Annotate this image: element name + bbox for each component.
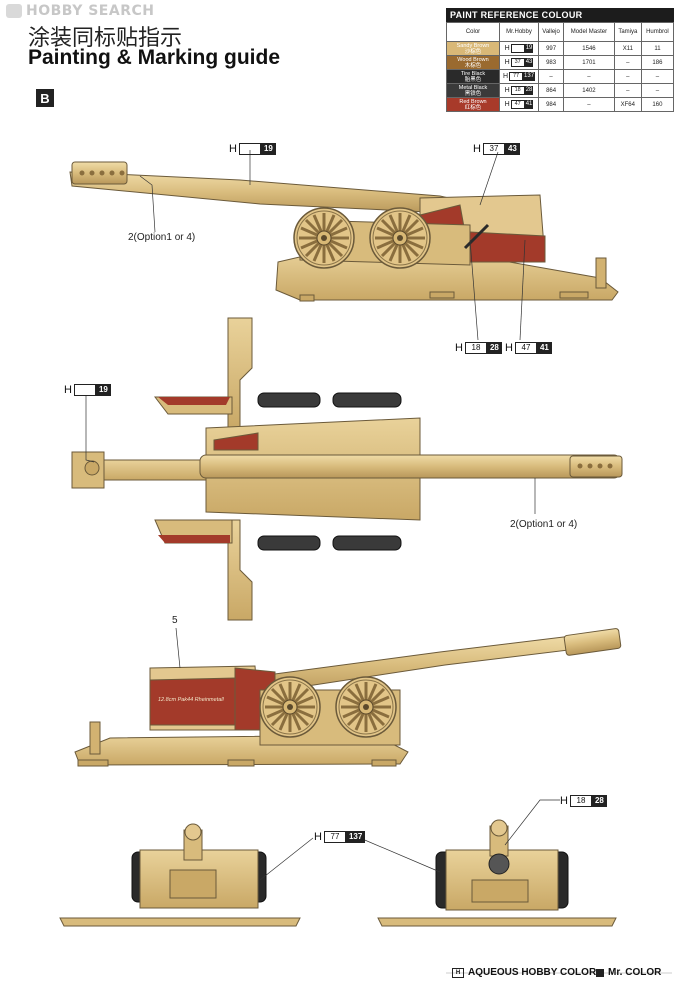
rear-view: [377, 819, 617, 927]
decal-5-leader: [175, 627, 181, 669]
watermark-logo-icon: [6, 4, 22, 18]
mr-color-square-icon: [596, 968, 604, 977]
option-label-side: 2(Option1 or 4): [128, 232, 196, 243]
shield-marking-text: 12.8cm Pak44 Rheinmetall: [158, 697, 224, 703]
side-view-leaders: [139, 150, 526, 341]
tamiya-cell: XF64: [613, 97, 642, 112]
option-label-top: 2(Option1 or 4): [510, 519, 578, 530]
paint-reference-table: PAINT REFERENCE COLOUR Color Mr.Hobby Va…: [446, 8, 675, 112]
title-chinese: 涂装同标贴指示: [28, 26, 183, 51]
side-view-left: [69, 161, 619, 302]
sheet-letter: B: [36, 89, 54, 107]
top-view: [71, 317, 623, 621]
decal-number: 5: [172, 615, 178, 626]
vallejo-cell: 984: [537, 97, 565, 112]
paint-table-heading: PAINT REFERENCE COLOUR: [446, 8, 674, 22]
paint-table-grid: Color Mr.Hobby Vallejo Model Master Tami…: [446, 22, 675, 112]
front-view: [59, 823, 301, 927]
footer-mr-legend: Mr. COLOR: [596, 967, 661, 978]
title-english: Painting & Marking guide: [28, 46, 281, 69]
watermark: HOBBY SEARCH: [6, 3, 154, 19]
side-view-right: [74, 628, 622, 767]
humbrol-cell: 160: [640, 97, 675, 112]
vallejo-cell: 864: [537, 83, 565, 98]
hobby-box-icon: H: [452, 967, 464, 978]
top-view-leaders: [85, 395, 536, 514]
bottom-leaders: [259, 799, 560, 881]
